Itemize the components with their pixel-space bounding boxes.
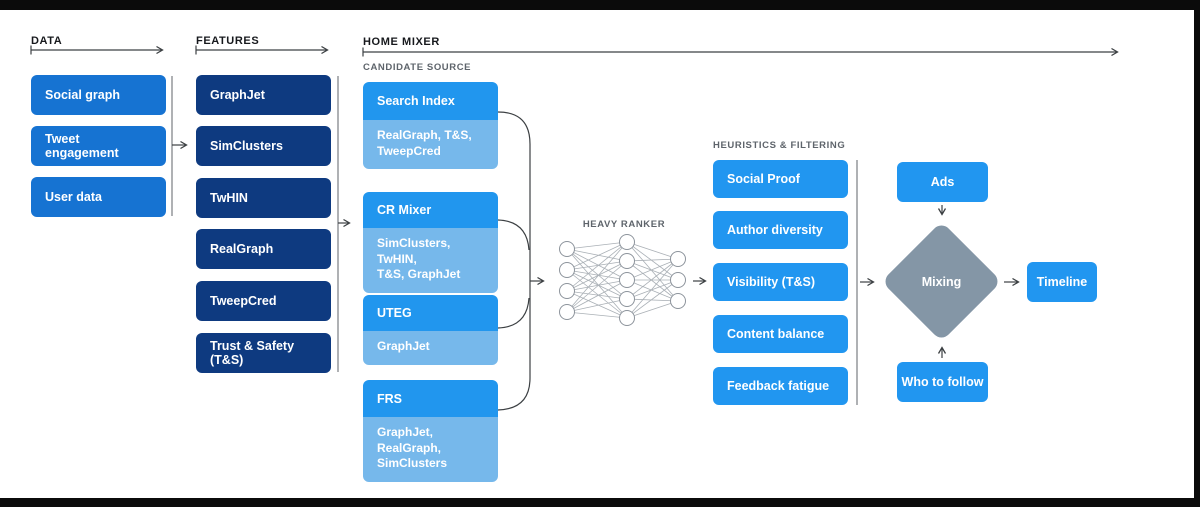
candidate-subtext: GraphJet, RealGraph, SimClusters bbox=[363, 417, 498, 482]
home-mixer-section-label: HOME MIXER bbox=[363, 36, 440, 48]
candidate-title: CR Mixer bbox=[363, 192, 498, 228]
data-box-user-data: User data bbox=[31, 177, 166, 217]
box-label: GraphJet bbox=[210, 88, 265, 102]
box-label: Visibility (T&S) bbox=[727, 275, 815, 289]
candidate-box-frs: FRS GraphJet, RealGraph, SimClusters bbox=[363, 380, 498, 482]
box-label: SimClusters bbox=[210, 139, 283, 153]
who-to-follow-box: Who to follow bbox=[897, 362, 988, 402]
uteg-connector bbox=[497, 297, 530, 329]
box-label: Trust & Safety (T&S) bbox=[210, 339, 295, 367]
features-box-graphjet: GraphJet bbox=[196, 75, 331, 115]
filter-box-feedback-fatigue: Feedback fatigue bbox=[713, 367, 848, 405]
box-label: Ads bbox=[930, 175, 955, 189]
filter-box-visibility: Visibility (T&S) bbox=[713, 263, 848, 301]
filter-box-content-balance: Content balance bbox=[713, 315, 848, 353]
candidate-box-search-index: Search Index RealGraph, T&S, TweepCred bbox=[363, 82, 498, 170]
timeline-box: Timeline bbox=[1027, 262, 1097, 302]
filter-box-author-diversity: Author diversity bbox=[713, 211, 848, 249]
top-letterbox-bar bbox=[0, 0, 1200, 10]
filter-box-social-proof: Social Proof bbox=[713, 160, 848, 198]
box-label: Social Proof bbox=[727, 172, 800, 186]
box-label: RealGraph bbox=[210, 242, 274, 256]
box-label: Content balance bbox=[727, 327, 825, 341]
mixing-diamond-label: Mixing bbox=[921, 274, 962, 289]
heuristics-filtering-label: HEURISTICS & FILTERING bbox=[713, 140, 846, 151]
cr-mixer-connector bbox=[497, 219, 530, 251]
box-label: TwHIN bbox=[210, 191, 248, 205]
features-box-trust-safety: Trust & Safety (T&S) bbox=[196, 333, 331, 373]
bottom-letterbox-bar bbox=[0, 498, 1200, 507]
candidate-title: Search Index bbox=[363, 82, 498, 120]
home-mixer-section-arrow bbox=[362, 48, 1117, 57]
box-label: User data bbox=[45, 190, 102, 204]
box-label: Who to follow bbox=[901, 375, 984, 389]
candidate-box-cr-mixer: CR Mixer SimClusters, TwHIN, T&S, GraphJ… bbox=[363, 192, 498, 293]
data-section-label: DATA bbox=[31, 35, 63, 47]
features-box-realgraph: RealGraph bbox=[196, 229, 331, 269]
candidate-title: UTEG bbox=[363, 295, 498, 331]
box-label: Timeline bbox=[1036, 275, 1088, 289]
candidate-subtext: SimClusters, TwHIN, T&S, GraphJet bbox=[363, 228, 498, 293]
box-label: TweepCred bbox=[210, 294, 277, 308]
box-label: Feedback fatigue bbox=[727, 379, 830, 393]
candidate-subtext: RealGraph, T&S, TweepCred bbox=[363, 120, 498, 170]
frs-connector bbox=[497, 377, 531, 411]
features-box-simclusters: SimClusters bbox=[196, 126, 331, 166]
data-box-tweet-engagement: Tweet engagement bbox=[31, 126, 166, 166]
box-label: Author diversity bbox=[727, 223, 823, 237]
candidate-subtext: GraphJet bbox=[363, 331, 498, 365]
heavy-ranker-network bbox=[559, 234, 686, 326]
features-box-tweepcred: TweepCred bbox=[196, 281, 331, 321]
right-letterbox-bar bbox=[1194, 0, 1200, 507]
candidate-box-uteg: UTEG GraphJet bbox=[363, 295, 498, 365]
features-box-twhin: TwHIN bbox=[196, 178, 331, 218]
search-index-connector bbox=[497, 111, 531, 145]
candidate-title: FRS bbox=[363, 380, 498, 417]
box-label: Social graph bbox=[45, 88, 121, 102]
data-box-social-graph: Social graph bbox=[31, 75, 166, 115]
candidate-source-label: CANDIDATE SOURCE bbox=[363, 62, 472, 73]
features-section-label: FEATURES bbox=[196, 35, 260, 47]
heavy-ranker-label: HEAVY RANKER bbox=[582, 219, 666, 230]
ads-box: Ads bbox=[897, 162, 988, 202]
box-label: Tweet engagement bbox=[45, 132, 119, 160]
